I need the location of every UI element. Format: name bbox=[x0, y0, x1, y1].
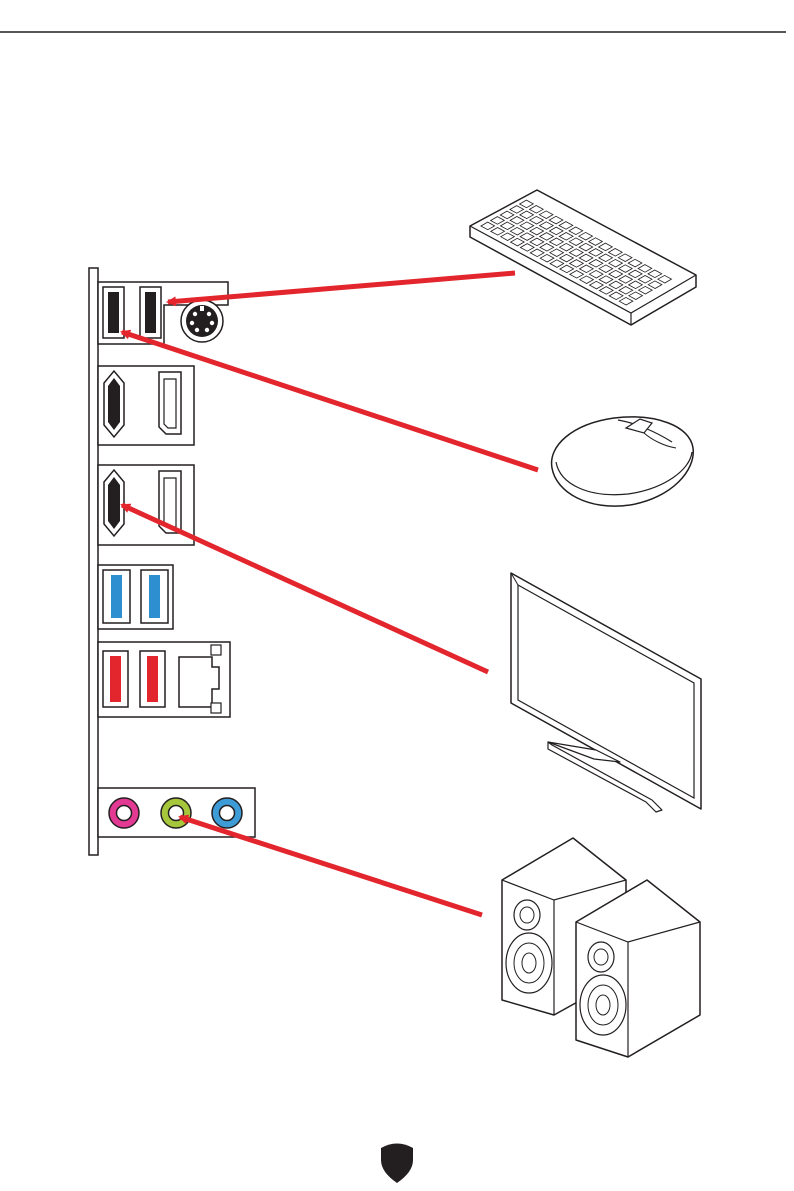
audio-jack-icon bbox=[161, 798, 191, 828]
speakers-icon bbox=[502, 838, 700, 1057]
displayport-icon bbox=[159, 372, 181, 434]
usb-port-icon bbox=[141, 570, 168, 623]
usb-port-icon bbox=[103, 287, 124, 338]
usb-port-icon bbox=[103, 570, 130, 623]
arrow-speakers-to-audio bbox=[180, 817, 482, 915]
usb-port-icon bbox=[140, 287, 161, 338]
io-block-usb-ps2 bbox=[98, 282, 228, 344]
hdmi-port-icon bbox=[104, 470, 124, 536]
monitor-icon bbox=[511, 573, 701, 812]
mouse-icon bbox=[552, 417, 694, 506]
msi-shield-logo-icon bbox=[381, 1144, 413, 1184]
io-block-audio bbox=[98, 788, 255, 837]
usb-port-icon bbox=[103, 651, 128, 707]
ps2-port-icon bbox=[181, 300, 223, 342]
io-block-usb-blue bbox=[98, 565, 173, 629]
audio-jack-icon bbox=[109, 798, 139, 828]
usb-port-icon bbox=[140, 651, 165, 707]
io-block-hdmi-dp-1 bbox=[98, 366, 194, 445]
hdmi-port-icon bbox=[104, 371, 124, 437]
audio-jack-icon bbox=[212, 798, 242, 828]
keyboard-icon bbox=[470, 190, 696, 325]
io-shield-edge bbox=[89, 268, 98, 855]
io-block-usb-red-lan bbox=[98, 642, 230, 717]
